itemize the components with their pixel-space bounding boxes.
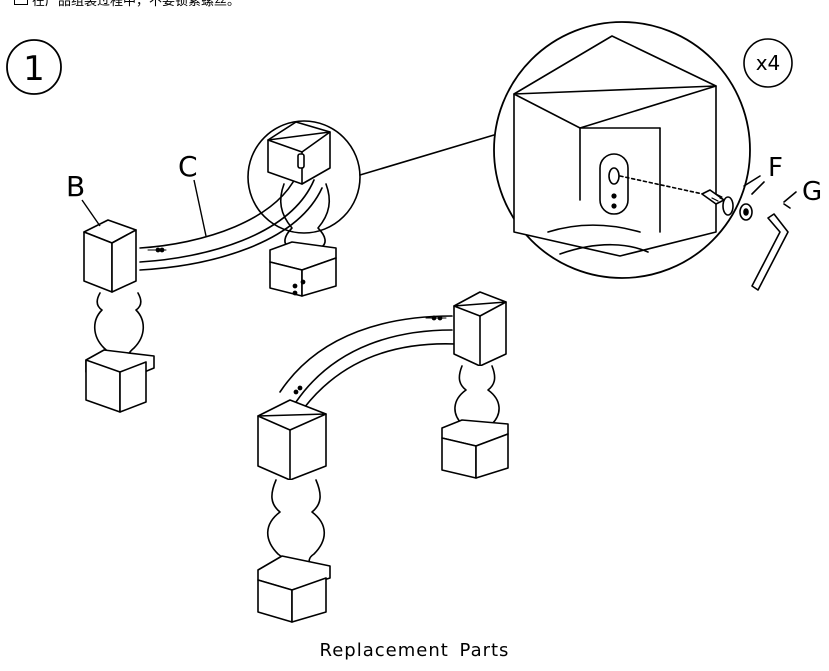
- post-b-foot: [85, 349, 155, 413]
- label-b: B: [66, 170, 85, 203]
- assembly-note-text: 在产品组装过程中，不要锁紧螺丝。: [32, 0, 241, 9]
- detail-callout-small: [247, 120, 361, 234]
- zoom-detail: [493, 21, 793, 279]
- callout-leader: [359, 134, 495, 176]
- upper-right-post: [267, 121, 337, 297]
- footer-title: Replacement Parts: [319, 640, 510, 661]
- hex-key-g: [751, 191, 797, 291]
- assembly-note: 在产品组装过程中，不要锁紧螺丝。: [14, 0, 240, 10]
- bolt-f: [701, 189, 753, 221]
- step-number-badge: [6, 39, 62, 95]
- post-b-upper-block: [83, 219, 137, 293]
- lower-assembly: [257, 291, 509, 623]
- label-f: F: [768, 153, 783, 183]
- quantity-label: x4: [756, 51, 781, 75]
- label-c: C: [178, 150, 198, 183]
- rail-c-upper: [139, 167, 323, 271]
- upper-assembly: [83, 120, 361, 413]
- step-number: 1: [23, 49, 45, 89]
- note-marker-icon: [14, 0, 28, 5]
- quantity-badge: [743, 38, 793, 88]
- label-g: G: [802, 177, 822, 207]
